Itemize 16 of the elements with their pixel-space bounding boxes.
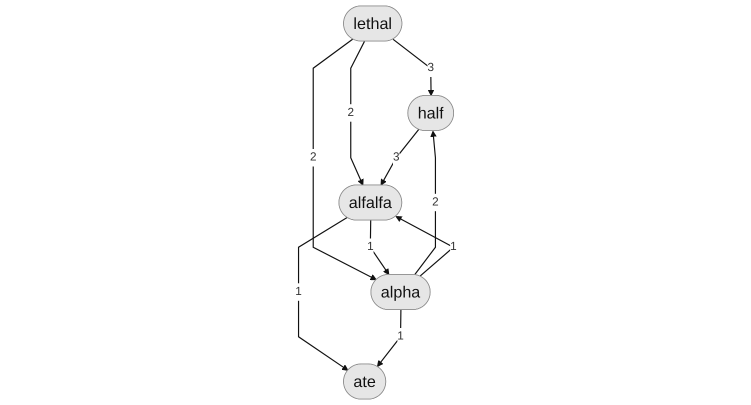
edge-label: 1 (450, 240, 456, 254)
edge-label: 3 (426, 62, 434, 74)
arrow (298, 217, 348, 371)
arrow (350, 41, 364, 186)
edge-label: 1 (294, 285, 302, 298)
edge-label: 2 (432, 196, 438, 208)
arrow (380, 129, 419, 186)
arrow (312, 38, 376, 280)
edge-label: 2 (347, 106, 354, 119)
edge-label: 2 (309, 151, 316, 164)
edge-label: 1 (396, 330, 404, 343)
arrow (392, 38, 434, 96)
edge-label: 3 (392, 151, 400, 164)
arrow (369, 220, 389, 276)
arrow (414, 130, 436, 276)
edge-label: 1 (366, 240, 374, 254)
